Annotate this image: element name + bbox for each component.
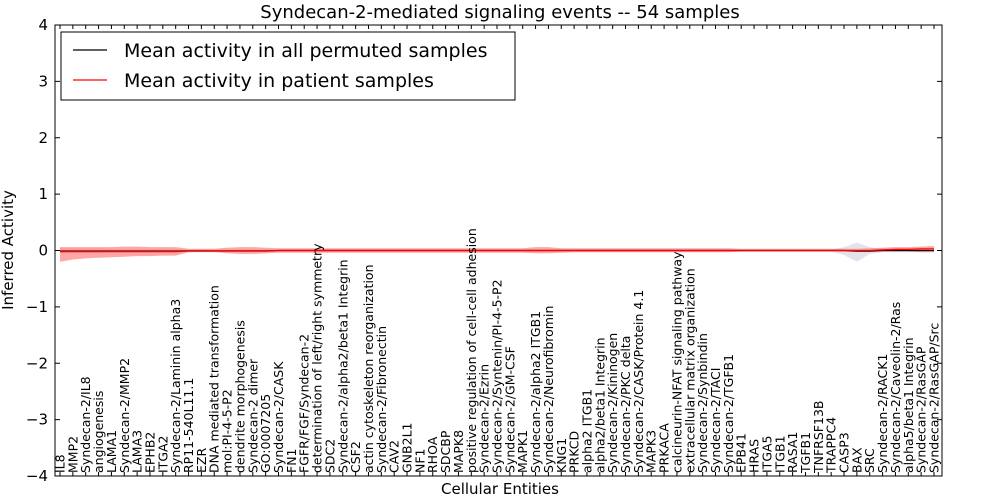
x-tick-label: EPHB2 [143, 432, 158, 473]
y-tick-label: 0 [38, 242, 48, 260]
x-tick-label: actin cytoskeleton reorganization [361, 264, 376, 473]
x-tick-label: Syndecan-2/GM-CSF [502, 346, 517, 473]
x-tick-label: Syndecan-2/alpha2 ITGB1 [528, 311, 543, 473]
x-tick-label: alpha5/beta1 Integrin [901, 337, 916, 473]
x-tick-label: alpha2/beta1 Integrin [592, 337, 607, 473]
x-tick-label: Syndecan-2/TACI [708, 368, 723, 473]
x-tick-label: Syndecan-2/alpha2/beta1 Integrin [335, 259, 350, 473]
x-tick-label: MAPK3 [644, 430, 659, 473]
x-tick-label: GO:0007205 [258, 394, 273, 473]
y-tick-label: 2 [38, 129, 48, 147]
x-tick-label: alpha2 ITGB1 [580, 389, 595, 473]
series-lines [60, 248, 934, 253]
x-tick-label: Syndecan-2/IL8 [78, 376, 93, 473]
x-tick-label: CAV2 [387, 440, 402, 473]
x-tick-label: RP11-540L11.1 [181, 378, 196, 473]
x-tick-label: RHOA [425, 436, 440, 473]
x-tick-label: TRAPPC4 [824, 417, 839, 474]
x-tick-label: CSF2 [348, 441, 363, 473]
confidence-bands [60, 242, 934, 262]
x-tick-label: positive regulation of cell-cell adhesio… [464, 228, 479, 473]
x-tick-label: NF1 [412, 449, 427, 474]
x-tick-label: MAPK8 [451, 430, 466, 473]
x-tick-label: MAPK1 [515, 430, 530, 473]
legend: Mean activity in all permuted samples Me… [60, 31, 516, 101]
y-tick-label: −3 [26, 411, 48, 429]
y-tick-label: −1 [26, 298, 48, 316]
x-tick-label: angiogenesis [91, 391, 106, 473]
legend-box [60, 31, 516, 101]
y-tick-label: −4 [26, 467, 48, 485]
x-tick-label: SDC2 [322, 439, 337, 473]
x-tick-label: determination of left/right symmetry [310, 243, 325, 473]
series-line-1 [60, 248, 934, 253]
x-tick-label: BAX [849, 447, 864, 473]
x-tick-label: Syndecan-2/PKC delta [618, 336, 633, 473]
x-tick-label: Syndecan-2/Synbindin [695, 333, 710, 473]
x-tick-label: Syndecan-2 dimer [245, 358, 260, 473]
x-tick-label: EZR [194, 448, 209, 473]
x-tick-label: Syndecan-2/TGFB1 [721, 354, 736, 473]
x-tick-label: Syndecan-2/RACK1 [875, 354, 890, 473]
x-tick-label: Syndecan-2/CASK/Protein 4.1 [631, 290, 646, 473]
x-tick-label: dendrite morphogenesis [232, 320, 247, 473]
y-tick-label: 1 [38, 185, 48, 203]
x-axis: IL8MMP2Syndecan-2/IL8angiogenesisLAMA1Sy… [53, 25, 942, 476]
x-tick-label: Syndecan-2/RasGAP/Src [927, 323, 942, 473]
x-tick-label: MMP2 [65, 436, 80, 473]
y-axis: −4 −3 −2 −1 0 1 2 3 4 [26, 16, 942, 485]
x-tick-label: calcineurin-NFAT signaling pathway [669, 251, 684, 473]
x-tick-label: PRKCD [567, 431, 582, 473]
x-tick-label: ITGA5 [759, 435, 774, 473]
x-tick-label: IL8 [53, 454, 68, 473]
x-tick-label: extracellular matrix organization [682, 268, 697, 473]
y-tick-label: 4 [38, 16, 48, 34]
x-tick-label: Syndecan-2/Neurofibromin [541, 306, 556, 473]
x-tick-label: mol:PI-4-5-P2 [220, 389, 235, 473]
x-tick-label: ITGB1 [772, 435, 787, 473]
x-tick-label: KNG1 [554, 438, 569, 473]
x-tick-label: Syndecan-2/Caveolin-2/Ras [888, 302, 903, 473]
x-tick-label: SRC [862, 448, 877, 473]
x-tick-label: TNFRSF13B [811, 401, 826, 474]
series-band-1 [60, 246, 934, 262]
x-tick-label: LAMA3 [130, 430, 145, 473]
y-axis-label: Inferred Activity [0, 190, 17, 310]
x-tick-label: PRKACA [657, 423, 672, 473]
chart-title: Syndecan-2-mediated signaling events -- … [260, 2, 739, 23]
x-tick-label: Syndecan-2/MMP2 [117, 358, 132, 473]
x-tick-label: ITGA2 [155, 435, 170, 473]
x-tick-label: GNB2L1 [400, 423, 415, 473]
x-tick-label: Syndecan-2/Kininogen [605, 333, 620, 473]
x-tick-label: RASA1 [785, 432, 800, 473]
y-tick-label: 3 [38, 72, 48, 90]
x-tick-label: Syndecan-2/CASK [271, 361, 286, 473]
x-tick-label: Syndecan-2/Fibronectin [374, 326, 389, 473]
x-tick-label: Syndecan-2/Syntenin/PI-4-5-P2 [490, 279, 505, 473]
legend-label-patient: Mean activity in patient samples [124, 70, 434, 92]
x-tick-label: LAMA1 [104, 430, 119, 473]
x-tick-label: TGFB1 [798, 432, 813, 474]
x-tick-label: FN1 [284, 449, 299, 474]
y-tick-label: −2 [26, 354, 48, 372]
x-axis-label: Cellular Entities [441, 480, 559, 498]
x-tick-label: Syndecan-2/Ezrin [477, 364, 492, 473]
x-tick-label: Syndecan-2/RasGAP [914, 346, 929, 473]
legend-label-permuted: Mean activity in all permuted samples [124, 40, 487, 62]
x-tick-label: FGFR/FGF/Syndecan-2 [297, 334, 312, 473]
x-tick-label: HRAS [747, 439, 762, 473]
x-tick-label: DNA mediated transformation [207, 285, 222, 473]
x-tick-label: EPB41 [734, 433, 749, 473]
x-tick-label: CASP3 [837, 432, 852, 473]
x-tick-label: Syndecan-2/Laminin alpha3 [168, 299, 183, 473]
x-tick-label: SDCBP [438, 430, 453, 473]
